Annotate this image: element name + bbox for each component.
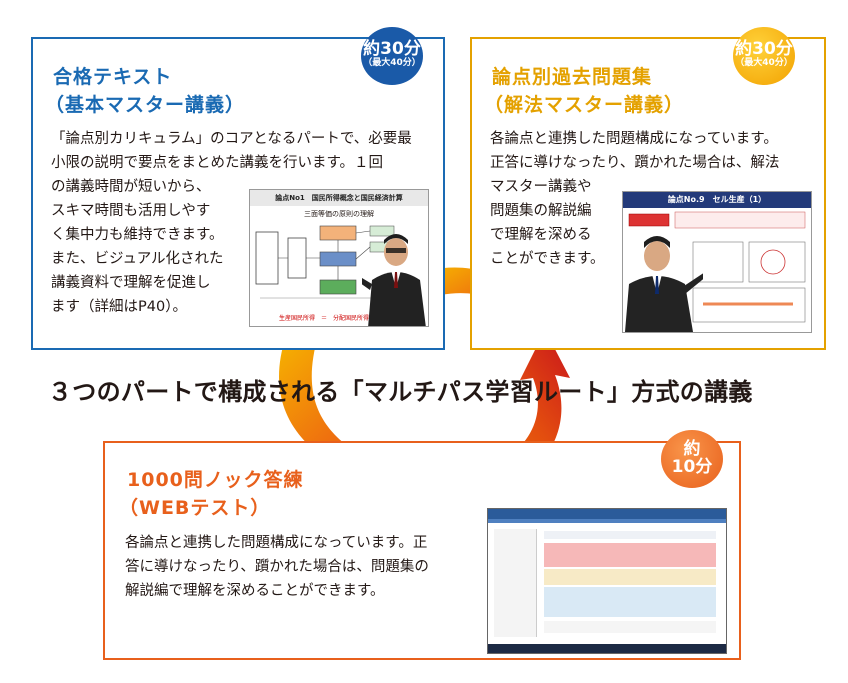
flow-diagram [255, 225, 410, 299]
screenshot-answer-block [544, 587, 716, 617]
knock-description: 各論点と連携した問題構成になっています。正 答に導けなったり、躓かれた場合は、問… [125, 531, 465, 603]
basic-text-line: ます（詳細はP40）。 [51, 299, 187, 315]
basic-duration-badge: 約30分 （最大40分） [361, 27, 423, 85]
basic-text-line: 「論点別カリキュラム」のコアとなるパートで、必要最 [51, 131, 412, 147]
past-text-line: 各論点と連携した問題構成になっています。 [490, 131, 778, 147]
screenshot-taskbar [488, 644, 726, 653]
web-test-screenshot [487, 508, 727, 654]
past-description: 各論点と連携した問題構成になっています。 正答に導けなったり、躓かれた場合は、解… [490, 127, 825, 271]
past-exam-slide-image: 論点No.9 セル生産（1） [622, 191, 812, 333]
basic-text-line: の講義時間が短いから、 [51, 179, 211, 195]
badge-sub-text: （最大40分） [363, 58, 421, 68]
badge-line2-text: 10分 [671, 457, 713, 477]
screenshot-sidebar [494, 529, 537, 637]
knock-text-line: 解説編で理解を深めることができます。 [125, 583, 385, 599]
presenter-photo [362, 234, 426, 326]
basic-text-line: く集中力も維持できます。 [51, 227, 224, 243]
knock-duration-badge: 約 10分 [661, 430, 723, 488]
basic-lecture-slide-image: 論点No1 国民所得概念と国民経済計算 三面等価の原則の理解 生産国民所得 ＝ … [249, 189, 429, 327]
past-text-line: ことができます。 [490, 251, 605, 267]
basic-text-line: 小限の説明で要点をまとめた講義を行います。１回 [51, 155, 384, 171]
basic-text-line: スキマ時間も活用しやす [51, 203, 211, 219]
badge-main-text: 約30分 [735, 39, 793, 59]
past-exam-panel: 論点別過去問題集 （解法マスター講義） 各論点と連携した問題構成になっています。… [470, 37, 826, 350]
past-subtitle: （解法マスター講義） [484, 94, 685, 116]
slide-header: 論点No1 国民所得概念と国民経済計算 [250, 190, 428, 206]
knock-text-line: 答に導けなったり、躓かれた場合は、問題集の [125, 559, 429, 575]
presenter-photo [625, 236, 703, 332]
screenshot-titlebar [488, 509, 726, 519]
page-headline: ３つのパートで構成される「マルチパス学習ルート」方式の講義 [48, 378, 753, 406]
slide-subtitle: 三面等価の原則の理解 [304, 210, 374, 218]
knock-subtitle: （WEBテスト） [119, 497, 271, 519]
basic-text-line: 講義資料で理解を促進し [51, 275, 211, 291]
cell-production-diagram [628, 211, 806, 323]
basic-subtitle: （基本マスター講義） [45, 94, 246, 116]
screenshot-question-block [544, 543, 716, 567]
badge-main-text: 約30分 [363, 39, 421, 59]
slide-footer: 生産国民所得 ＝ 分配国民所得 ＝ 支出 [278, 315, 399, 322]
past-text-line: 問題集の解説編 [490, 203, 592, 219]
slide-header: 論点No.9 セル生産（1） [623, 192, 811, 208]
knock-title: 1000問ノック答練 [127, 469, 304, 491]
basic-title: 合格テキスト [53, 66, 173, 88]
basic-lecture-panel: 合格テキスト （基本マスター講義） 「論点別カリキュラム」のコアとなるパートで、… [31, 37, 445, 350]
badge-sub-text: （最大40分） [735, 58, 793, 68]
past-title: 論点別過去問題集 [492, 66, 653, 88]
web-test-panel: 1000問ノック答練 （WEBテスト） 各論点と連携した問題構成になっています。… [103, 441, 741, 660]
knock-text-line: 各論点と連携した問題構成になっています。正 [125, 535, 428, 551]
past-duration-badge: 約30分 （最大40分） [733, 27, 795, 85]
past-text-line: で理解を深める [490, 227, 592, 243]
basic-text-line: また、ビジュアル化された [51, 251, 224, 267]
badge-line1-text: 約 [683, 439, 701, 459]
past-text-line: マスター講義や [490, 179, 592, 195]
basic-description: 「論点別カリキュラム」のコアとなるパートで、必要最 小限の説明で要点をまとめた講… [51, 127, 441, 319]
past-text-line: 正答に導けなったり、躓かれた場合は、解法 [490, 155, 780, 171]
